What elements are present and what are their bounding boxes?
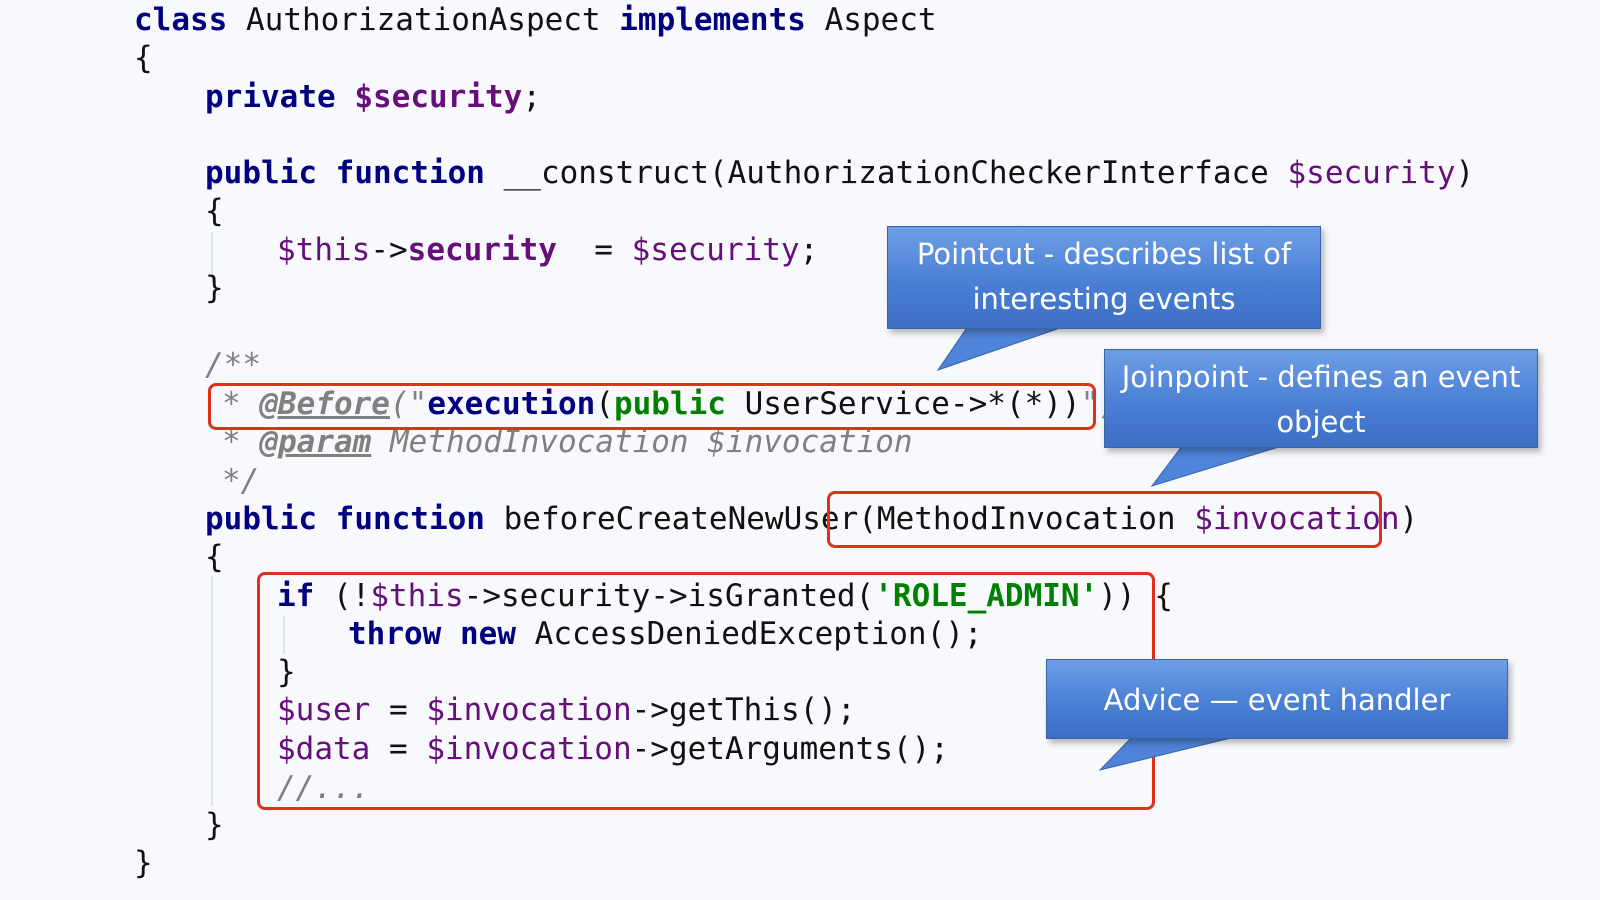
code-text: = [370, 731, 427, 767]
keyword: public [205, 155, 317, 191]
code-text: ) [1399, 501, 1419, 537]
code-text: Aspect [805, 2, 937, 38]
code-text: ; [522, 79, 541, 115]
code-line-12: public function beforeCreateNewUser(Meth… [205, 500, 1418, 538]
code-line-21: } [134, 844, 153, 882]
comment: * [222, 424, 260, 460]
code-line-9: * @Before("execution(public UserService-… [222, 385, 1118, 423]
pointcut-expression: public [613, 386, 726, 422]
code-line-14: if (!$this->security->isGranted('ROLE_AD… [277, 577, 1173, 615]
code-text: AccessDeniedException(); [516, 616, 983, 652]
pointcut-callout: Pointcut - describes list of interesting… [887, 226, 1321, 329]
comment: */ [222, 463, 260, 499]
variable: $security [1287, 155, 1456, 191]
code-text: = [370, 692, 427, 728]
code-line-5: { [205, 192, 224, 230]
variable: $invocation [426, 692, 632, 728]
code-text: } [205, 807, 224, 843]
code-text: ->security->isGranted( [463, 578, 875, 614]
code-line-3: private $security; [205, 78, 541, 116]
keyword: private [205, 79, 336, 115]
advice-callout-tail [1098, 736, 1236, 771]
variable: $security [631, 232, 800, 268]
string-literal: 'ROLE_ADMIN' [874, 578, 1099, 614]
variable: $this [277, 232, 371, 268]
keyword: if [277, 578, 315, 614]
indent-guide [211, 576, 213, 806]
comment: /** [205, 347, 261, 383]
code-text: } [134, 845, 153, 881]
pointcut-highlight-box [208, 383, 1096, 430]
code-text: AuthorizationAspect [227, 2, 620, 38]
code-text: )) { [1098, 578, 1173, 614]
annotation-tag: @param [259, 424, 372, 460]
code-text: beforeCreateNewUser(MethodInvocation [484, 501, 1195, 537]
code-text: __construct(AuthorizationCheckerInterfac… [484, 155, 1288, 191]
code-line-1: class AuthorizationAspect implements Asp… [134, 1, 937, 39]
code-text: ; [799, 232, 819, 268]
joinpoint-callout-tail [1150, 445, 1283, 487]
code-line-15: throw new AccessDeniedException(); [348, 615, 983, 653]
pointcut-expression: execution [427, 386, 596, 422]
code-text: = [556, 232, 632, 268]
code-line-10: * @param MethodInvocation $invocation [222, 423, 913, 461]
joinpoint-highlight-box [827, 491, 1382, 548]
keyword: function [335, 155, 485, 191]
keyword: implements [619, 2, 806, 38]
keyword: throw [348, 616, 442, 652]
advice-callout: Advice — event handler [1046, 659, 1508, 739]
variable: $invocation [426, 731, 632, 767]
code-text: -> [370, 232, 408, 268]
code-line-19: //... [277, 769, 370, 807]
pointcut-expression: ( [595, 386, 614, 422]
comment: //... [277, 770, 371, 806]
variable: $data [277, 731, 371, 767]
joinpoint-callout: Joinpoint - defines an event object [1104, 349, 1538, 448]
variable: $this [370, 578, 464, 614]
keyword: public [205, 501, 317, 537]
code-text: ->getArguments(); [631, 731, 949, 767]
variable: $user [277, 692, 371, 728]
code-line-18: $data = $invocation->getArguments(); [277, 730, 949, 768]
code-text: (! [314, 578, 371, 614]
indent-guide [211, 232, 213, 282]
keyword: class [134, 2, 228, 38]
code-line-17: $user = $invocation->getThis(); [277, 691, 856, 729]
code-line-6: $this->security = $security; [277, 231, 818, 269]
pointcut-expression: UserService->*(*)) [725, 386, 1081, 422]
comment: MethodInvocation $invocation [371, 424, 913, 460]
indent-guide [283, 616, 285, 654]
pointcut-callout-tail [936, 325, 1067, 371]
property: security [407, 232, 557, 268]
code-text: ) [1455, 155, 1475, 191]
code-text: { [134, 40, 153, 76]
code-text: ->getThis(); [631, 692, 856, 728]
code-text: { [205, 539, 224, 575]
code-text: { [205, 193, 224, 229]
code-line-7: } [205, 269, 224, 307]
annotation-tag: @Before [259, 386, 390, 422]
code-line-16: } [277, 653, 296, 691]
code-line-11: */ [222, 462, 259, 500]
code-line-8: /** [205, 346, 261, 384]
comment: (" [389, 386, 428, 422]
keyword: function [335, 501, 485, 537]
comment: * [222, 386, 260, 422]
variable: $security [354, 79, 523, 115]
code-line-13: { [205, 538, 224, 576]
code-line-20: } [205, 806, 224, 844]
variable: $invocation [1194, 501, 1400, 537]
code-line-4: public function __construct(Authorizatio… [205, 154, 1474, 192]
code-text: } [277, 654, 296, 690]
code-text: } [205, 270, 224, 306]
code-line-2: { [134, 39, 153, 77]
keyword: new [460, 616, 516, 652]
